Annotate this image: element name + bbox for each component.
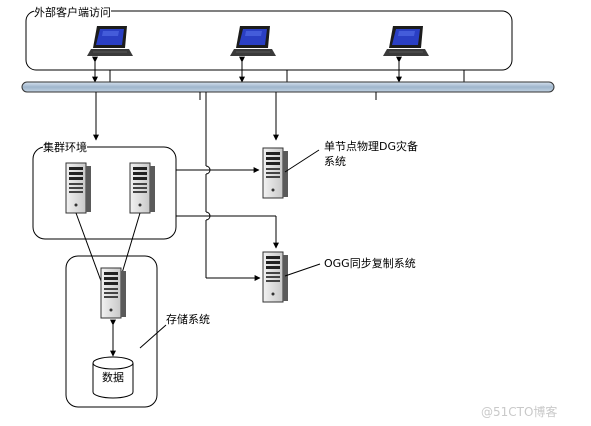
cluster-group-label: 集群环境 <box>43 141 87 154</box>
ogg-label: OGG同步复制系统 <box>324 257 416 270</box>
storage-label-pointer <box>139 324 167 349</box>
watermark: @51CTO博客 <box>481 405 558 419</box>
dg-label-pointer <box>284 149 320 173</box>
dg-label-line1: 单节点物理DG灾备 <box>324 140 418 153</box>
server-icon <box>65 162 92 214</box>
dg-label-line2: 系统 <box>324 155 346 168</box>
network-bus <box>21 81 555 93</box>
server-icon <box>129 162 156 214</box>
clients-group-label: 外部客户端访问 <box>34 6 111 19</box>
storage-group-label: 存储系统 <box>166 313 210 326</box>
storage-server-icon <box>100 267 127 319</box>
ogg-server-icon <box>262 251 289 303</box>
dg-server-icon <box>262 147 289 199</box>
database-label: 数据 <box>102 371 124 384</box>
database-icon <box>92 356 134 399</box>
ogg-label-pointer <box>284 263 321 277</box>
